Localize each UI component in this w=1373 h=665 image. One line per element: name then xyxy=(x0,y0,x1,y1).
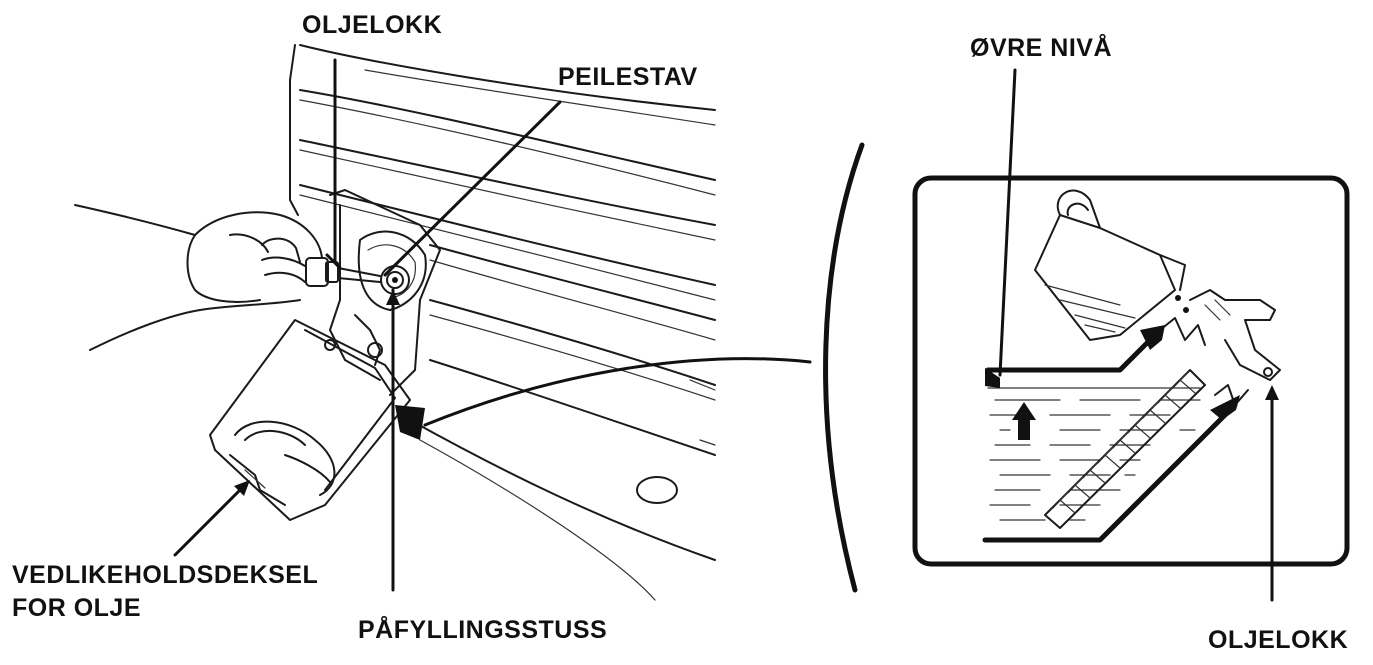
oil-cap-arrow xyxy=(1265,385,1279,400)
label-maintenance-cover-line2: FOR OLJE xyxy=(12,593,141,623)
oil-level-liquid xyxy=(988,388,1200,520)
label-dipstick: PEILESTAV xyxy=(558,62,698,92)
dipstick-section xyxy=(1045,370,1205,528)
label-filler-neck: PÅFYLLINGSSTUSS xyxy=(358,615,607,645)
label-oil-cap-top: OLJELOKK xyxy=(302,10,442,40)
label-upper-level: ØVRE NIVÅ xyxy=(970,33,1112,63)
label-maintenance-cover-line1: VEDLIKEHOLDSDEKSEL xyxy=(12,560,318,590)
upper-level-leader xyxy=(1000,70,1015,375)
left-leader-lines xyxy=(175,60,560,590)
detail-inset xyxy=(915,70,1347,600)
oil-container-icon xyxy=(1035,191,1189,340)
generator-housing xyxy=(290,45,715,600)
label-oil-cap-right: OLJELOKK xyxy=(1208,625,1348,655)
